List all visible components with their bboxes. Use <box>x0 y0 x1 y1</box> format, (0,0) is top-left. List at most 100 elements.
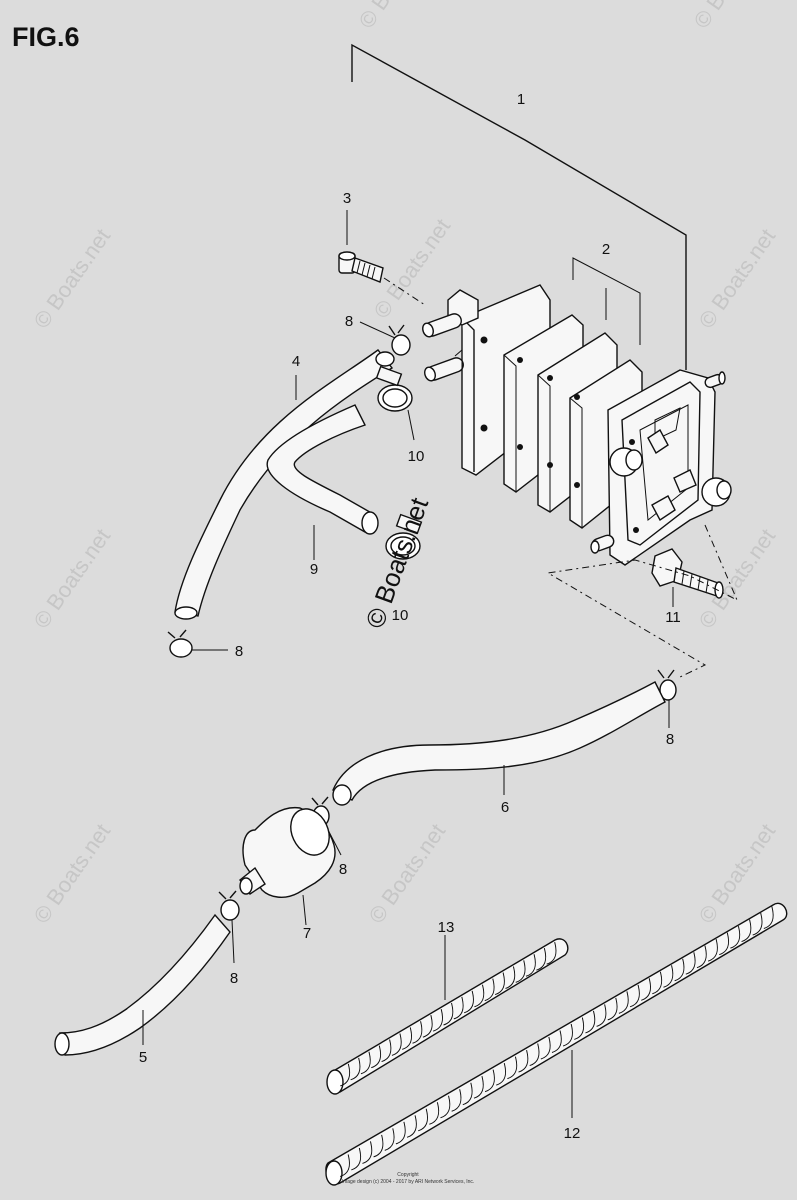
spiral-band <box>618 991 629 1014</box>
spiral-band <box>585 1010 596 1034</box>
callout-8: 8 <box>345 313 353 330</box>
spiral-band <box>730 925 741 949</box>
callout-8: 8 <box>230 970 238 987</box>
spiral-band <box>339 1154 350 1177</box>
spiral-band <box>596 1004 607 1027</box>
spiral-band <box>395 1121 406 1145</box>
spiral-band <box>418 1108 429 1132</box>
spiral-band <box>763 906 774 930</box>
screw-3 <box>338 210 426 306</box>
callout-13: 13 <box>438 919 455 936</box>
spiral-band <box>406 1115 417 1138</box>
callout-4: 4 <box>292 353 300 370</box>
spiral-band <box>674 958 685 982</box>
spiral-band <box>422 1015 433 1038</box>
callout-9: 9 <box>310 561 318 578</box>
spiral-band <box>496 1063 507 1086</box>
spiral-band <box>433 1008 444 1032</box>
spiral-band <box>629 984 640 1008</box>
spiral-band <box>663 965 674 988</box>
watermark-text: © Boats.net <box>29 819 116 928</box>
callout-1: 1 <box>517 91 525 108</box>
spiral-band <box>494 972 505 996</box>
spiral-band <box>412 1021 423 1044</box>
spiral-band <box>607 997 618 1021</box>
spiral-band <box>507 1056 518 1080</box>
clip-10-bottom <box>385 513 423 560</box>
spiral-band <box>685 952 696 975</box>
spiral-band <box>351 1147 362 1171</box>
callout-10: 10 <box>392 607 409 624</box>
callout-8: 8 <box>339 861 347 878</box>
spiral-band <box>741 919 752 943</box>
spiral-band <box>752 912 763 936</box>
spiral-band <box>518 1049 529 1073</box>
spiral-band <box>707 939 718 962</box>
clip-10-top <box>375 365 415 441</box>
spiral-band <box>362 1141 373 1164</box>
callout-7: 7 <box>303 925 311 942</box>
copyright-footer: Copyright Image design (c) 2004 - 2017 b… <box>342 1172 475 1185</box>
spiral-band <box>429 1102 440 1125</box>
clamp-8 <box>167 629 228 658</box>
bolt-11 <box>651 548 724 607</box>
spiral-band <box>443 1002 454 1026</box>
spiral-band <box>402 1027 413 1050</box>
callout-6: 6 <box>501 799 509 816</box>
spiral-band <box>391 1033 402 1056</box>
spiral-band <box>546 941 557 965</box>
clamp-8 <box>359 321 411 356</box>
watermark-text: © Boats.net <box>354 0 441 33</box>
hose-9 <box>266 404 379 560</box>
callout-8: 8 <box>666 731 674 748</box>
spiral-band <box>484 978 495 1002</box>
spiral-band <box>540 1036 551 1060</box>
spiral-band <box>440 1095 451 1119</box>
callout-2: 2 <box>602 241 610 258</box>
spiral-band <box>505 966 516 989</box>
fuel-filter-7 <box>239 806 336 926</box>
spiral-band <box>473 1076 484 1099</box>
spiral-tube-13 <box>326 935 569 1095</box>
spiral-band <box>381 1039 392 1063</box>
spiral-band <box>451 1089 462 1112</box>
spiral-band <box>350 1057 361 1081</box>
spiral-band <box>529 1043 540 1067</box>
callout-11: 11 <box>665 609 681 626</box>
spiral-band <box>453 996 464 1020</box>
spiral-band <box>474 984 485 1008</box>
diaphragm-bracket <box>572 257 641 345</box>
callout-labels: 1 2 3 4 8 10 9 10 11 8 8 6 8 7 13 8 5 12 <box>139 91 681 1142</box>
spiral-band <box>462 1082 473 1106</box>
spiral-band <box>525 954 536 977</box>
spiral-band <box>360 1051 371 1075</box>
spiral-band <box>696 945 707 969</box>
figure-title: FIG.6 <box>12 22 80 52</box>
callout-10: 10 <box>408 448 425 465</box>
spiral-tube-12 <box>325 902 788 1186</box>
watermark-text: © Boats.net <box>689 0 776 33</box>
clamp-8 <box>218 890 240 964</box>
callout-5: 5 <box>139 1049 147 1066</box>
spiral-band <box>371 1045 382 1069</box>
watermark-text: © Boats.net <box>364 819 451 928</box>
callout-3: 3 <box>343 190 351 207</box>
clamp-8 <box>657 669 677 728</box>
spiral-band <box>373 1134 384 1158</box>
spiral-band <box>574 1017 585 1040</box>
fuel-pump-assembly <box>422 284 732 566</box>
watermark-text: © Boats.net <box>29 524 116 633</box>
hose-5 <box>54 913 231 1056</box>
spiral-band <box>340 1063 351 1087</box>
spiral-band <box>562 1023 573 1047</box>
spiral-band <box>384 1128 395 1151</box>
spiral-band <box>515 960 526 983</box>
spiral-band <box>551 1030 562 1053</box>
spiral-band <box>652 971 663 995</box>
spiral-band <box>641 978 652 1001</box>
callout-8: 8 <box>235 643 243 660</box>
watermark-text: © Boats.net <box>694 224 781 333</box>
hose-6 <box>332 681 666 806</box>
